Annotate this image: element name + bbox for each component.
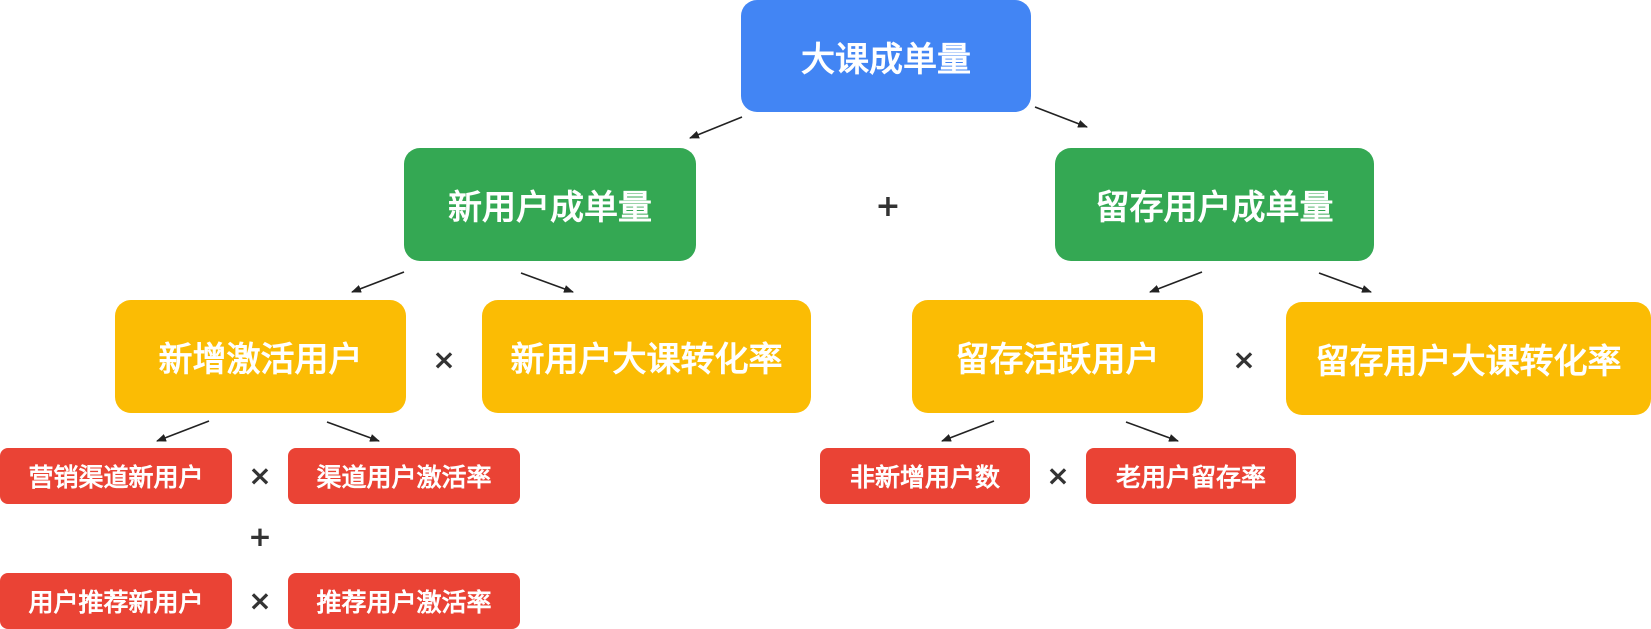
level2-left-times-operator: × (432, 343, 456, 376)
arrow-activated-to-marketing (156, 420, 210, 442)
retained-active-users-label: 留存活跃用户 (955, 340, 1160, 380)
node-new-activated-users: 新增激活用户 (115, 300, 406, 413)
node-channel-user-activation-rate: 渠道用户激活率 (288, 448, 520, 504)
node-new-user-conversion-rate: 新用户大课转化率 (482, 300, 811, 413)
arrow-active-to-retention-rate (1125, 421, 1179, 442)
level3-row1-times-operator: × (248, 459, 272, 492)
arrow-active-to-non-new (941, 420, 995, 442)
old-user-retention-rate-label: 老用户留存率 (1115, 463, 1266, 492)
root-node-total-orders: 大课成单量 (741, 0, 1031, 112)
arrow-new-to-conversion (520, 272, 574, 293)
level3-right-times-operator: × (1046, 459, 1070, 492)
level1-plus-operator: + (875, 189, 901, 224)
node-referral-new-users: 用户推荐新用户 (0, 573, 232, 629)
arrow-activated-to-channel-rate (326, 421, 380, 442)
level3-row2-times-operator: × (248, 584, 272, 617)
referral-new-users-label: 用户推荐新用户 (28, 588, 204, 617)
node-retained-user-conversion-rate: 留存用户大课转化率 (1286, 302, 1651, 415)
new-user-conversion-label: 新用户大课转化率 (510, 340, 783, 380)
node-non-new-users: 非新增用户数 (820, 448, 1030, 504)
node-new-user-orders: 新用户成单量 (404, 148, 696, 261)
root-label: 大课成单量 (801, 39, 971, 80)
arrow-new-to-activated (351, 271, 405, 293)
channel-user-activation-rate-label: 渠道用户激活率 (316, 463, 492, 492)
new-user-orders-label: 新用户成单量 (448, 188, 652, 228)
arrow-retained-to-conversion (1318, 272, 1372, 293)
marketing-channel-new-users-label: 营销渠道新用户 (28, 463, 204, 492)
level2-right-times-operator: × (1232, 343, 1256, 376)
retained-user-orders-label: 留存用户成单量 (1095, 188, 1334, 228)
node-retained-active-users: 留存活跃用户 (912, 300, 1203, 413)
level3-plus-operator: + (248, 520, 272, 553)
non-new-users-label: 非新增用户数 (849, 463, 1000, 492)
new-activated-users-label: 新增激活用户 (158, 340, 363, 380)
node-old-user-retention-rate: 老用户留存率 (1086, 448, 1296, 504)
arrow-root-to-new (689, 116, 743, 139)
arrow-root-to-retained (1034, 106, 1088, 128)
arrow-retained-to-active (1149, 271, 1203, 293)
node-retained-user-orders: 留存用户成单量 (1055, 148, 1374, 261)
node-marketing-channel-new-users: 营销渠道新用户 (0, 448, 232, 504)
node-referral-user-activation-rate: 推荐用户激活率 (288, 573, 520, 629)
referral-user-activation-rate-label: 推荐用户激活率 (316, 588, 492, 617)
retained-user-conversion-label: 留存用户大课转化率 (1315, 342, 1622, 382)
